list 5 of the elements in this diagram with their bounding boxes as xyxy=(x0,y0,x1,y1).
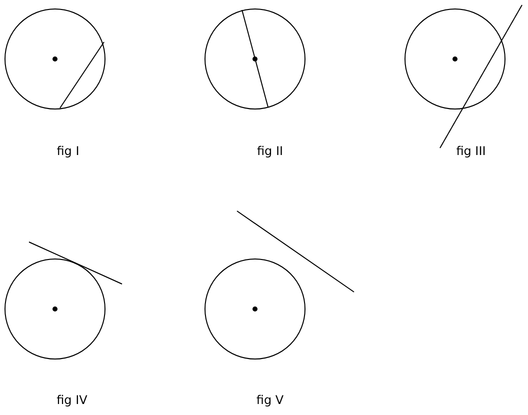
figure-caption: fig IV xyxy=(56,393,88,407)
figure-caption: fig III xyxy=(456,144,486,158)
figure-caption: fig I xyxy=(56,144,80,158)
figure-caption: fig V xyxy=(256,393,284,407)
figure-caption: fig II xyxy=(256,144,284,158)
